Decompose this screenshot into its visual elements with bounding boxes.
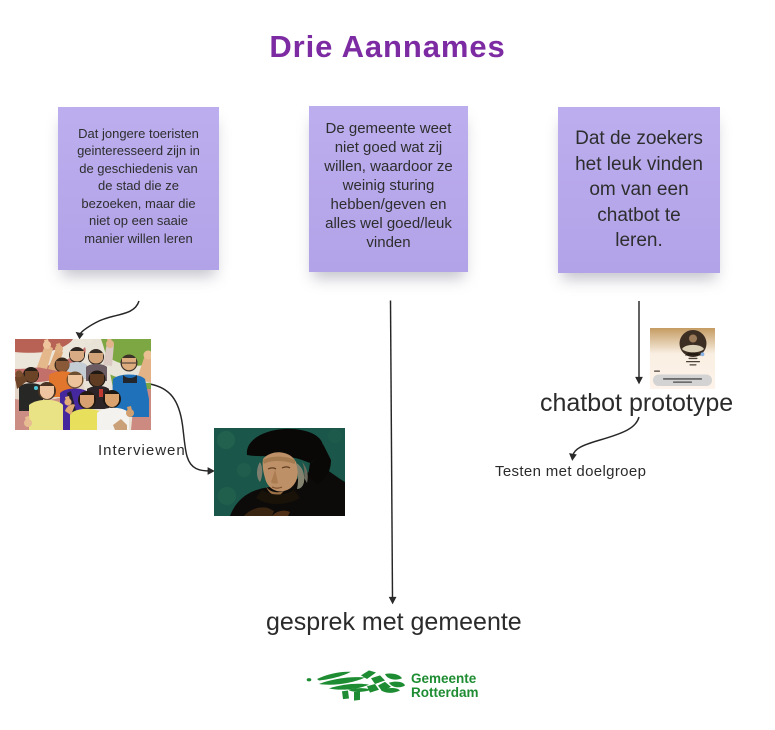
svg-text:Rotterdam: Rotterdam [411, 685, 479, 700]
svg-text:Gemeente: Gemeente [411, 671, 477, 686]
